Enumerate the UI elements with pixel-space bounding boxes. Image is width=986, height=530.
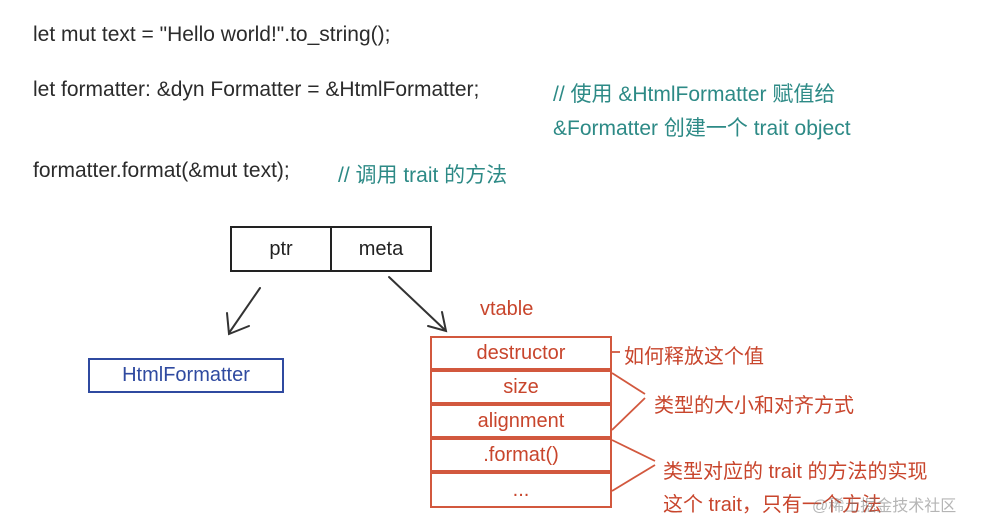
vtable-cell-size: size xyxy=(430,370,612,404)
note-destructor: 如何释放这个值 xyxy=(624,346,764,368)
html-formatter-box: HtmlFormatter xyxy=(88,358,284,393)
note-methods: 类型对应的 trait 的方法的实现 xyxy=(663,461,928,483)
code-line-1: let mut text = "Hello world!".to_string(… xyxy=(33,23,391,46)
note-size-alignment: 类型的大小和对齐方式 xyxy=(654,395,854,417)
vtable-cell-format: .format() xyxy=(430,438,612,472)
code-line-3: formatter.format(&mut text); xyxy=(33,159,290,182)
note-single-method: 这个 trait，只有一个方法 xyxy=(663,494,882,516)
vtable-label: vtable xyxy=(480,298,534,320)
ptr-cell: ptr xyxy=(230,226,332,272)
code-line-2: let formatter: &dyn Formatter = &HtmlFor… xyxy=(33,78,480,101)
ptr-arrow xyxy=(226,287,261,336)
vtable-cell-alignment: alignment xyxy=(430,404,612,438)
meta-cell: meta xyxy=(330,226,432,272)
code-line-2-comment-cont: &Formatter 创建一个 trait object xyxy=(553,117,851,140)
note-connectors xyxy=(611,351,656,492)
vtable-cell-destructor: destructor xyxy=(430,336,612,370)
code-line-3-comment: // 调用 trait 的方法 xyxy=(338,164,508,187)
code-line-2-comment: // 使用 &HtmlFormatter 赋值给 xyxy=(553,83,836,106)
vtable-cell-more: ... xyxy=(430,472,612,508)
watermark: @稀土掘金技术社区 xyxy=(812,498,957,515)
meta-arrow xyxy=(388,276,448,333)
